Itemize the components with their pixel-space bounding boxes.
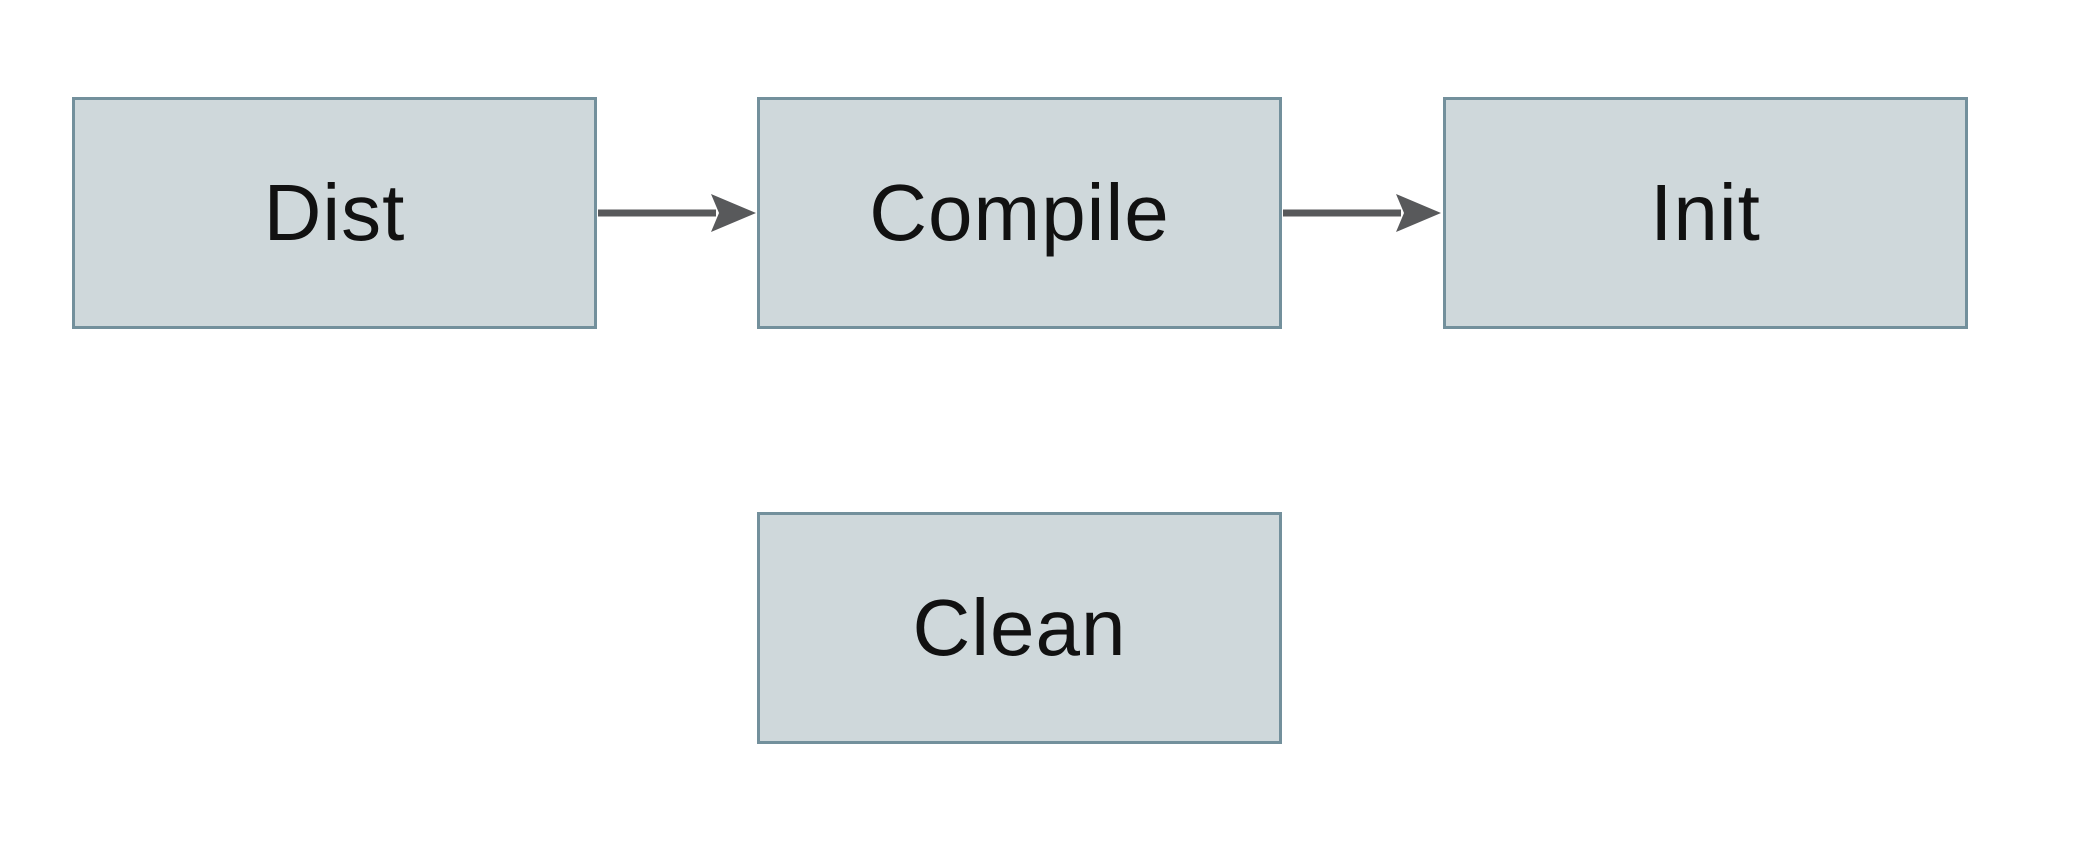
node-dist: Dist — [72, 97, 597, 329]
node-clean: Clean — [757, 512, 1282, 744]
node-dist-label: Dist — [263, 168, 406, 257]
node-init: Init — [1443, 97, 1968, 329]
arrowhead-icon — [711, 194, 756, 232]
node-init-label: Init — [1650, 168, 1761, 257]
node-clean-label: Clean — [912, 583, 1127, 672]
arrow-dist-to-compile — [598, 194, 756, 232]
arrow-compile-to-init — [1283, 194, 1441, 232]
arrowhead-icon — [1396, 194, 1441, 232]
node-compile: Compile — [757, 97, 1282, 329]
node-compile-label: Compile — [869, 168, 1170, 257]
